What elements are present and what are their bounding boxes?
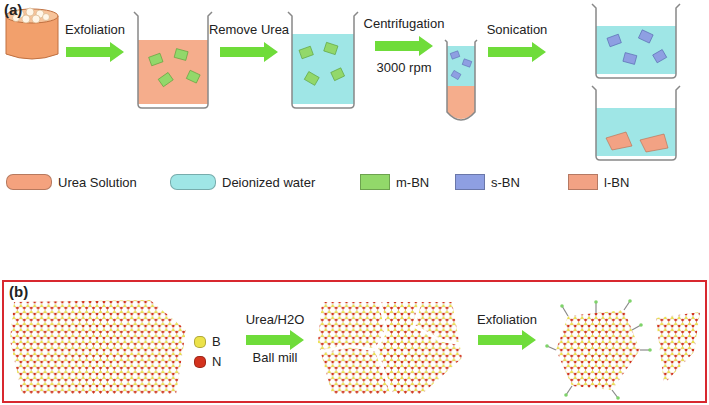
step-label: Remove Urea: [209, 22, 289, 38]
legend-text: Deionized water: [222, 175, 315, 190]
exfoliated-fragment: [545, 299, 652, 400]
step-label: Exfoliation: [65, 22, 125, 38]
legend-swatch: [194, 356, 206, 368]
legend-swatch: [568, 174, 598, 190]
centrifuge-tube: [445, 40, 477, 120]
beaker: [592, 86, 680, 160]
process-arrow: [478, 330, 536, 350]
hbn-lattice: [10, 300, 186, 394]
legend-swatch: [360, 174, 390, 190]
cracked-lattice: [318, 302, 462, 394]
legend-item: s-BN: [455, 174, 520, 190]
panel-label: (b): [9, 284, 28, 300]
legend-swatch: [455, 174, 485, 190]
legend-item: l-BN: [568, 174, 629, 190]
legend-item: m-BN: [360, 174, 429, 190]
step-label: Urea/H2O: [246, 312, 305, 328]
process-arrow: [66, 42, 124, 62]
legend-swatch: [194, 336, 206, 348]
legend-text: B: [212, 334, 221, 349]
condition-label: 3000 rpm: [377, 60, 432, 76]
step-label: Sonication: [487, 22, 548, 38]
legend-text: s-BN: [491, 175, 520, 190]
legend-text: l-BN: [604, 175, 629, 190]
process-arrow: [488, 42, 546, 62]
beaker: [134, 12, 212, 108]
panel-box: (b) Urea/H2O Ball mill Exfoliation: [2, 280, 707, 403]
panel-label: (a): [4, 2, 22, 18]
process-arrow: [220, 42, 278, 62]
step-label: Exfoliation: [477, 312, 537, 328]
legend-item: N: [194, 354, 221, 369]
legend-swatch: [170, 174, 216, 190]
legend-item: Urea Solution: [6, 174, 137, 190]
beaker: [288, 12, 358, 108]
legend-text: Urea Solution: [58, 175, 137, 190]
process-arrow: [375, 36, 433, 56]
legend-item: Deionized water: [170, 174, 315, 190]
step-label: Centrifugation: [364, 16, 445, 32]
legend-text: m-BN: [396, 175, 429, 190]
beaker: [592, 4, 680, 78]
exfoliated-fragment: [656, 312, 700, 384]
step-label: Ball mill: [253, 350, 298, 366]
legend-swatch: [6, 174, 52, 190]
legend-item: B: [194, 334, 221, 349]
legend-text: N: [212, 354, 221, 369]
process-arrow: [246, 330, 304, 350]
